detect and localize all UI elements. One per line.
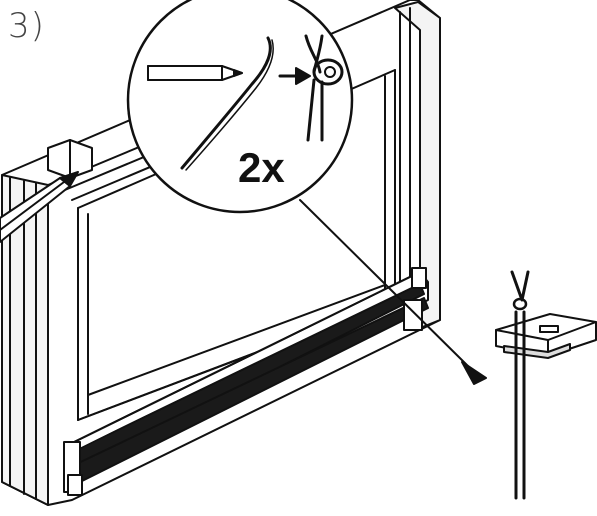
detail-circle: [126, 0, 354, 214]
clip-bracket-icon: [495, 270, 597, 500]
cord-icon: [180, 36, 272, 170]
pencil-icon: [147, 65, 243, 81]
pencil-icon: [0, 171, 79, 243]
frame-clip: [47, 139, 93, 179]
leader-arrow: [299, 199, 487, 385]
step-number: 3): [8, 6, 45, 46]
blind-bottom-rail: [63, 267, 429, 496]
arrow-icon: [278, 67, 311, 85]
repeat-count: 2x: [238, 144, 285, 191]
knot-icon: [304, 34, 344, 142]
